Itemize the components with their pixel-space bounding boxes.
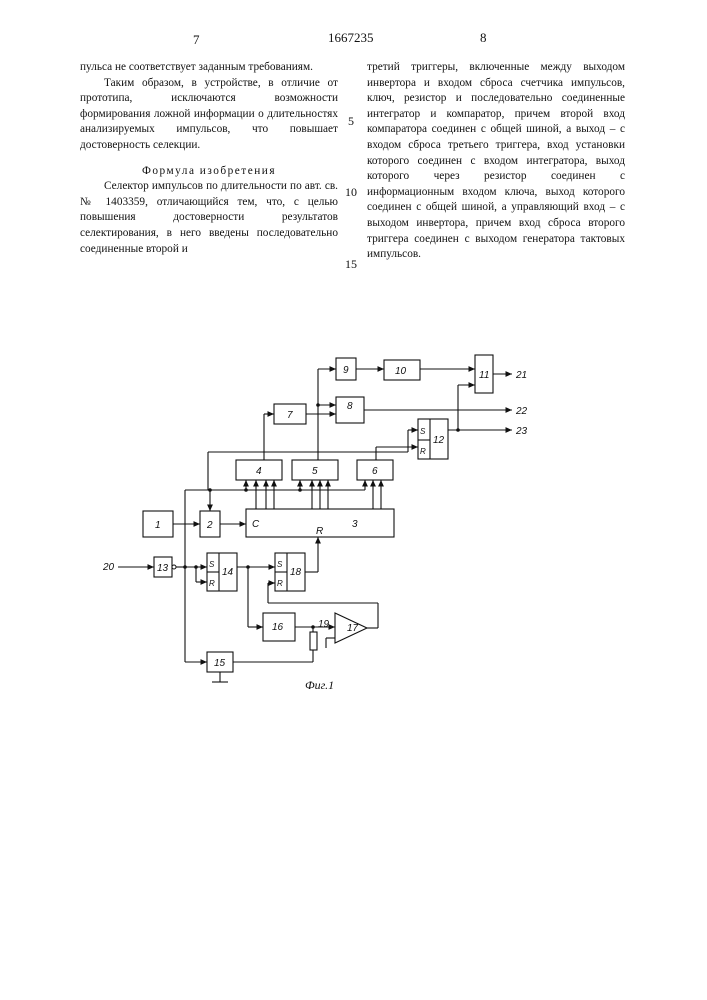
terminal-21: 21 (515, 370, 527, 381)
label-block-13: 13 (157, 563, 169, 574)
label-block-18: 18 (290, 567, 302, 578)
label-block-6: 6 (372, 466, 378, 477)
port-r-14: R (209, 579, 215, 588)
label-block-14: 14 (222, 567, 234, 578)
port-s-18: S (277, 560, 283, 569)
label-block-1: 1 (155, 520, 161, 531)
terminal-22: 22 (515, 406, 528, 417)
terminal-20: 20 (102, 562, 115, 573)
port-s-12: S (420, 427, 426, 436)
port-r-12: R (420, 447, 426, 456)
port-c: C (252, 519, 260, 530)
label-block-9: 9 (343, 365, 349, 376)
port-r: R (316, 526, 323, 537)
resistor-19 (310, 632, 317, 650)
label-block-3: 3 (352, 519, 358, 530)
label-block-4: 4 (256, 466, 262, 477)
label-block-5: 5 (312, 466, 318, 477)
label-block-10: 10 (395, 366, 407, 377)
label-block-19: 19 (318, 619, 330, 630)
label-block-2: 2 (206, 520, 213, 531)
terminal-23: 23 (515, 426, 528, 437)
figure-caption: Фиг.1 (305, 678, 334, 693)
port-s-14: S (209, 560, 215, 569)
label-block-8: 8 (347, 401, 353, 412)
label-block-11: 11 (479, 370, 489, 381)
port-r-18: R (277, 579, 283, 588)
label-block-7: 7 (287, 410, 293, 421)
label-block-12: 12 (433, 435, 445, 446)
label-block-17: 17 (347, 623, 359, 634)
label-block-16: 16 (272, 622, 284, 633)
label-block-15: 15 (214, 658, 226, 669)
